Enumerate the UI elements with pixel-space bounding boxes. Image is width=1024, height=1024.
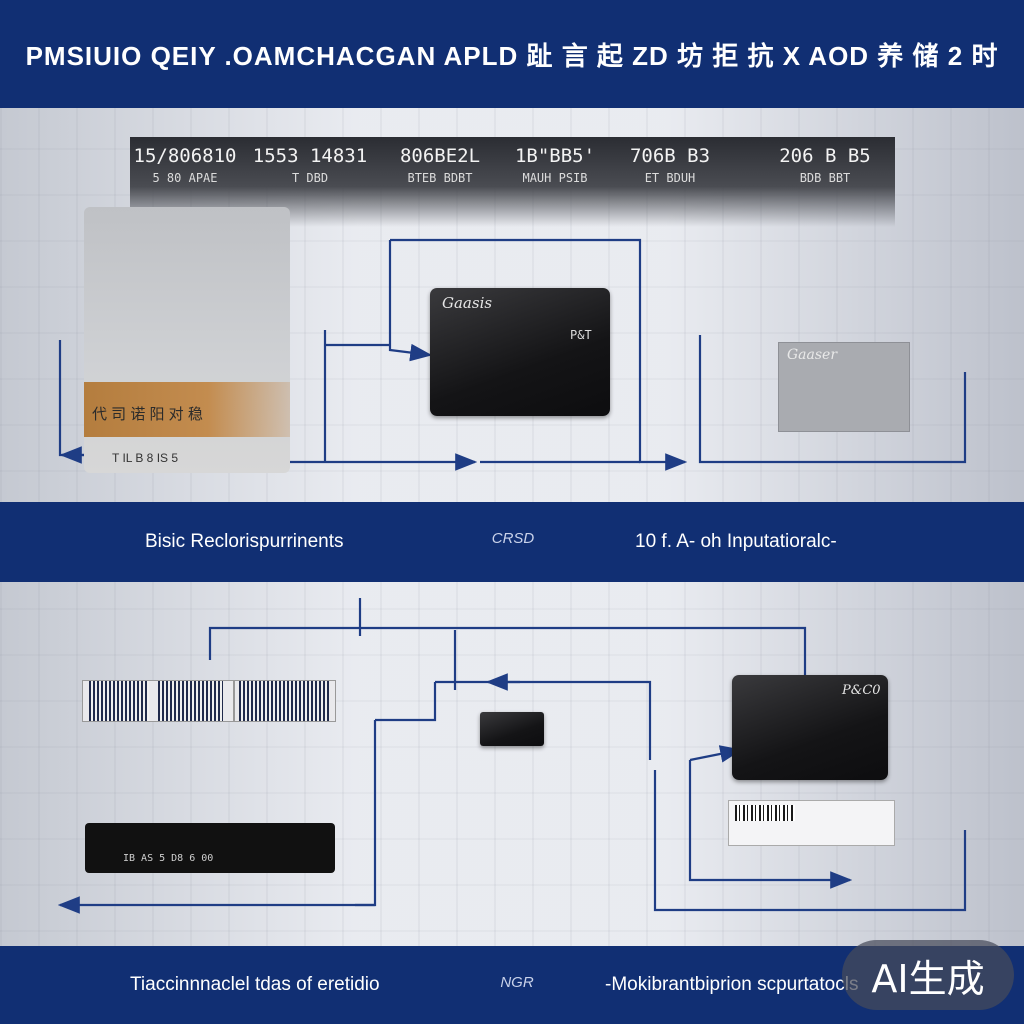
- mid-right-caption: 10 f. A- oh Inputatioralc-: [635, 531, 837, 552]
- grey-card: Gaaser: [778, 342, 910, 432]
- bottom-right-caption: -Mokibrantbiprion scpurtatocls: [605, 974, 859, 995]
- id-strip-right: [234, 680, 336, 722]
- data-cell: 706B B3 ET BDUH: [610, 145, 730, 185]
- flow-line: [388, 240, 433, 362]
- flow-line: [390, 238, 688, 471]
- mid-emblem-icon: CRSD: [491, 530, 535, 547]
- data-cell-label: MAUH PSIB: [522, 171, 588, 185]
- barcode: [239, 681, 329, 721]
- data-cell-number: 706B B3: [629, 145, 711, 167]
- data-cell: 206 B B5 BDB BBT: [770, 145, 880, 185]
- mid-left-caption: Bisic Reclorispurrinents: [145, 531, 344, 552]
- bottom-emblem-icon: NGR: [500, 974, 534, 991]
- data-cell: 806BE2L BTEB BDBT: [380, 145, 500, 185]
- data-cell-number: 1553 14831: [252, 145, 368, 167]
- data-cell-number: 1B"BB5': [514, 145, 596, 167]
- barcode: [735, 805, 795, 821]
- flow-line: [653, 770, 967, 912]
- flow-line: [688, 760, 853, 889]
- data-cell-label: ET BDUH: [644, 171, 696, 185]
- barcode: [89, 681, 149, 721]
- white-form: [728, 800, 895, 846]
- flow-line: [689, 745, 743, 763]
- dark-bar-text: IB AS 5 D8 6 00: [123, 853, 214, 864]
- small-card: [480, 712, 544, 746]
- data-cell-number: 206 B B5: [779, 145, 871, 167]
- card-stripe: [84, 382, 290, 437]
- data-cell-number: 806BE2L: [399, 145, 481, 167]
- credit-card-top: Gaasis P&T: [430, 288, 610, 416]
- data-cell-number: 15/806810: [133, 145, 237, 167]
- badge-label: AI生成: [871, 956, 985, 1001]
- document-card: 代 司 诺 阳 对 稳 T IL B 8 IS 5: [84, 207, 290, 473]
- data-cell: 1553 14831 T DBD: [250, 145, 370, 185]
- data-cell-label: BDB BBT: [799, 171, 851, 185]
- card-code: P&T: [570, 328, 592, 342]
- middle-band: Bisic Reclorispurrinents CRSD 10 f. A- o…: [0, 502, 1024, 582]
- document-sublabel: T IL B 8 IS 5: [112, 451, 179, 465]
- document-label: 代 司 诺 阳 对 稳: [92, 406, 203, 423]
- card-brand: Gaasis: [442, 294, 493, 312]
- dark-bar-card: IB AS 5 D8 6 00: [85, 823, 335, 873]
- flow-line: [698, 335, 967, 464]
- ai-generated-badge: AI生成: [842, 940, 1014, 1010]
- id-strip-left: [82, 680, 234, 722]
- data-cell-label: T DBD: [291, 171, 329, 185]
- credit-card-bottom: P&C0: [732, 675, 888, 780]
- card-brand: P&C0: [842, 683, 881, 698]
- data-cell-label: 5 80 APAE: [152, 171, 218, 185]
- flow-line: [208, 626, 807, 682]
- data-cell: 1B"BB5' MAUH PSIB: [500, 145, 610, 185]
- page-title: PMSIUIO QEIY .OAMCHACGAN APLD 趾 言 起 ZD 坊…: [25, 40, 999, 71]
- bottom-left-caption: Tiaccinnnaclel tdas of eretidio: [130, 974, 380, 995]
- flow-line: [57, 720, 377, 914]
- flow-line: [375, 682, 437, 722]
- data-cell-label: BTEB BDBT: [407, 171, 473, 185]
- header-band: PMSIUIO QEIY .OAMCHACGAN APLD 趾 言 起 ZD 坊…: [0, 0, 1024, 108]
- card-brand: Gaaser: [787, 347, 838, 363]
- data-cell: 15/806810 5 80 APAE: [130, 145, 240, 185]
- flow-line: [58, 340, 85, 457]
- barcode: [158, 681, 223, 721]
